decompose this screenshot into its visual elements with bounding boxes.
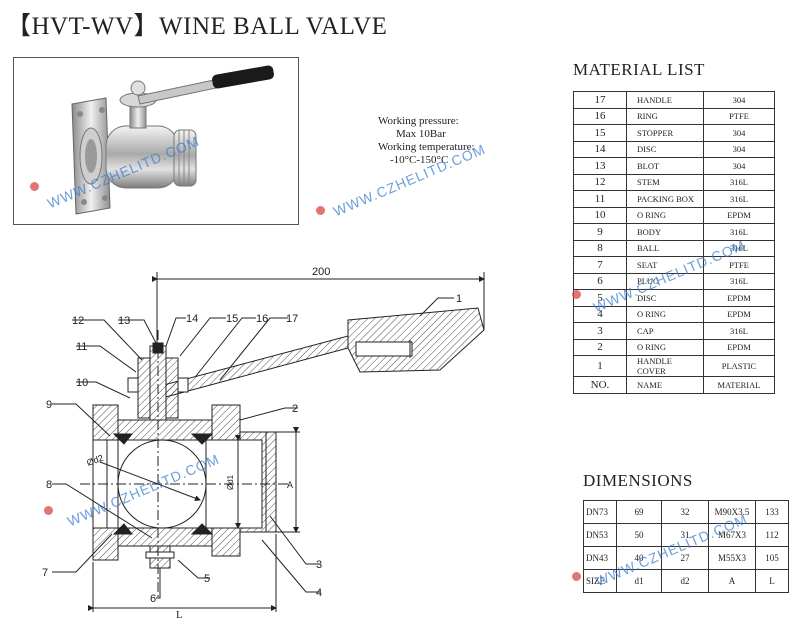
dimensions-cell: 69 [616,500,662,524]
material-header-no: NO. [573,376,627,394]
material-header-material: MATERIAL [703,376,775,394]
dimensions-cell: 50 [616,523,662,547]
callout-10: 10 [76,377,88,389]
callout-5: 5 [204,573,210,585]
dimensions-cell: DN53 [583,523,617,547]
dimensions-title: DIMENSIONS [583,471,693,490]
material-list-title: MATERIAL LIST [573,60,705,79]
dimension-200-label: 200 [312,266,330,278]
working-temperature-value: -10°C-150°C [390,154,449,166]
dimension-A-label: A [287,480,293,490]
callout-16: 16 [256,313,268,325]
callout-3: 3 [316,559,322,571]
material-name-cell: HANDLE COVER [626,355,704,377]
dimensions-cell: M90X3.5 [708,500,756,524]
dimensions-cell: 40 [616,546,662,570]
working-pressure-value: Max 10Bar [396,128,446,140]
dimensions-header-cell: d2 [661,569,709,593]
callout-15: 15 [226,313,238,325]
dimensions-header-cell: A [708,569,756,593]
dimension-d1-label: Ød1 [226,474,235,490]
watermark-logo-icon [316,206,325,215]
dimensions-header-cell: d1 [616,569,662,593]
material-material-cell: 316L [703,223,775,241]
dimensions-cell: 133 [755,500,789,524]
callout-1: 1 [456,293,462,305]
callout-13: 13 [118,315,130,327]
callout-17: 17 [286,313,298,325]
callout-9: 9 [46,399,52,411]
page-title: 【HVT-WV】WINE BALL VALVE [6,13,388,40]
product-photo [13,57,299,225]
callout-6: 6 [150,593,156,605]
dimensions-header-cell: L [755,569,789,593]
dimensions-cell: 105 [755,546,789,570]
valve-photo-illustration [71,65,274,215]
watermark-logo-icon [44,506,53,515]
material-material-cell: PLASTIC [703,355,775,377]
dimension-L-label: L [176,609,183,621]
callout-2: 2 [292,403,298,415]
callout-7: 7 [42,567,48,579]
working-pressure-label: Working pressure: [378,115,459,127]
callout-8: 8 [46,479,52,491]
callout-14: 14 [186,313,198,325]
callout-11: 11 [76,341,87,353]
dimensions-cell: DN73 [583,500,617,524]
watermark-logo-icon [572,290,581,299]
watermark-logo-icon [30,182,39,191]
watermark-logo-icon [572,572,581,581]
working-temperature-label: Working temperature: [378,141,475,153]
working-conditions: Working pressure: Max 10Bar Working temp… [378,115,475,167]
callout-4: 4 [316,587,322,599]
callout-12: 12 [72,315,84,327]
